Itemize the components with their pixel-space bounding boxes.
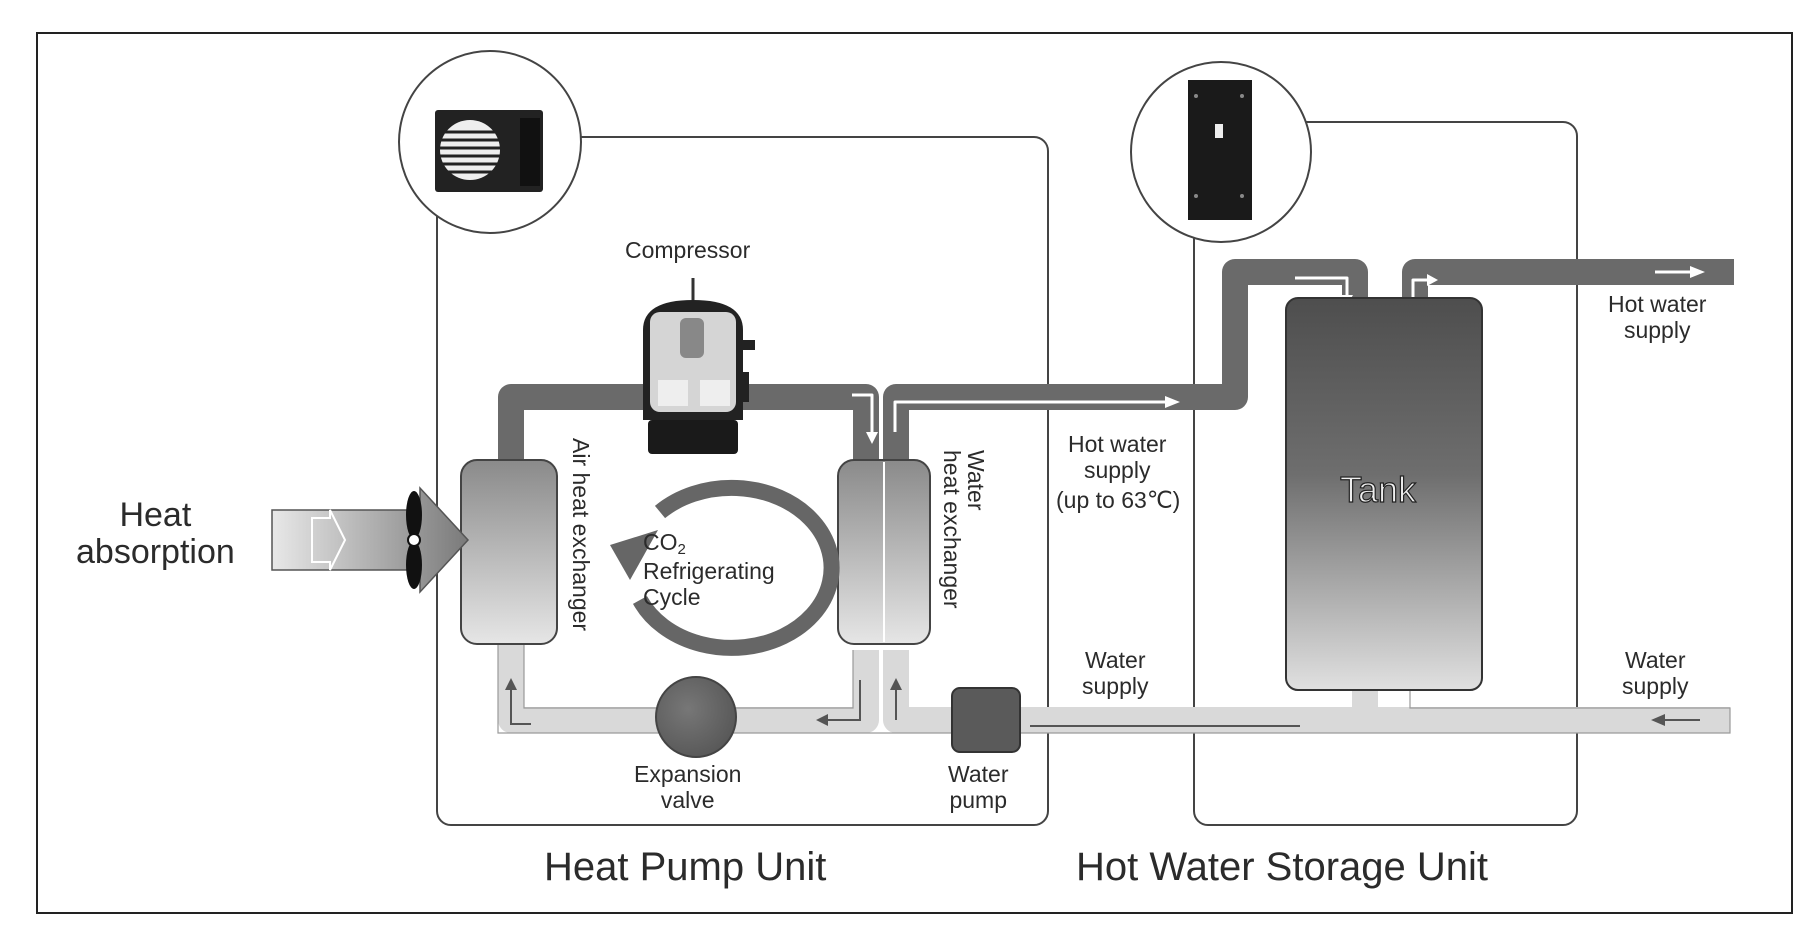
heat-pump-unit-title: Heat Pump Unit: [544, 845, 827, 889]
cycle-label: CO2 Refrigerating Cycle: [643, 529, 775, 610]
hot-water-supply-right-label: Hot water supply: [1608, 291, 1707, 343]
fan-icon: [406, 491, 422, 589]
heat-absorption-arrow: [271, 486, 470, 594]
co2-text: CO: [643, 529, 678, 555]
air-heat-exchanger: [460, 459, 558, 645]
temp-suffix: ℃): [1146, 487, 1181, 513]
temperature-label: (up to 63℃): [1056, 487, 1181, 514]
flow-arrow-hot-1: [852, 393, 874, 432]
compressor-label: Compressor: [625, 237, 751, 263]
tank-label: Tank: [1339, 469, 1417, 511]
temp-value: 63: [1121, 487, 1147, 513]
cycle-text: Cycle: [643, 583, 701, 610]
tank: [1285, 297, 1483, 691]
water-pump-label: Water pump: [948, 761, 1009, 813]
expansion-valve: [655, 676, 737, 758]
refrigerating-text: Refrigerating: [643, 557, 775, 584]
heat-pump-unit-box: [436, 136, 1049, 826]
water-supply-mid-label: Water supply: [1082, 647, 1149, 699]
water-heat-exchanger-label: Water heat exchanger: [938, 450, 989, 609]
hot-water-storage-unit-box: [1193, 121, 1578, 826]
compressor-icon: [643, 278, 755, 454]
heat-absorption-label: Heat absorption: [76, 496, 235, 571]
refrigerant-cycle-arrow: [632, 479, 840, 656]
expansion-valve-label: Expansion valve: [634, 761, 742, 813]
water-supply-right-label: Water supply: [1622, 647, 1689, 699]
hot-water-supply-mid-label: Hot water supply: [1068, 431, 1167, 483]
water-pump: [951, 687, 1021, 753]
outer-frame: [36, 32, 1793, 914]
air-heat-exchanger-label: Air heat exchanger: [568, 438, 594, 632]
outdoor-unit-icon: [398, 50, 582, 234]
flow-arrow-hot-2: [893, 400, 1165, 432]
hot-water-storage-unit-title: Hot Water Storage Unit: [1076, 845, 1489, 889]
temp-prefix: (up to: [1056, 487, 1122, 513]
co2-subscript: 2: [677, 541, 686, 558]
storage-tank-icon: [1130, 61, 1312, 243]
